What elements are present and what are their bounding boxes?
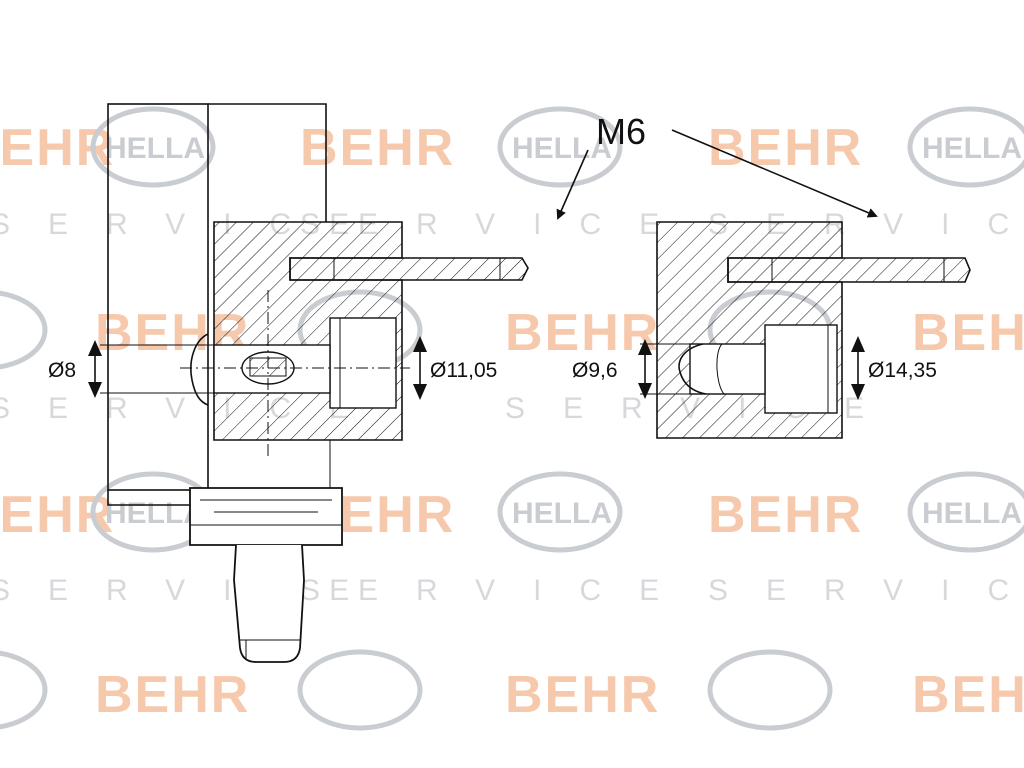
watermark-hella: HELLA <box>922 132 1022 165</box>
hella-logo-ring <box>90 106 216 188</box>
watermark-behr: BEHR <box>708 119 863 177</box>
threaded-stud <box>289 257 529 281</box>
housing-bore <box>689 343 766 395</box>
thread-callout-label: M6 <box>596 111 646 152</box>
hella-logo-ring <box>497 106 623 188</box>
callout-arrow-right <box>671 129 878 218</box>
housing-counterbore <box>764 324 838 414</box>
dim-arrow-up <box>851 336 865 352</box>
dim-arrow-down <box>413 384 427 400</box>
watermark-behr: BEHR <box>708 486 863 544</box>
hella-logo-ring <box>297 649 423 731</box>
connector-nozzle <box>233 544 305 663</box>
sensor-plate-bottom <box>107 490 190 506</box>
dim-left-bore: Ø8 <box>48 359 76 382</box>
dim-arrow-down <box>638 383 652 399</box>
watermark-behr: BEHR <box>300 119 455 177</box>
watermark-hella: HELLA <box>105 132 205 165</box>
hella-logo-ring <box>907 106 1024 188</box>
watermark-behr: BEHR <box>95 666 250 724</box>
left-sensor-assembly <box>100 103 529 663</box>
dim-arrow-down <box>851 384 865 400</box>
watermark-hella: HELLA <box>105 497 205 530</box>
watermark-behr: BEHR <box>505 304 660 362</box>
dim-arrow-up <box>638 339 652 355</box>
watermark-behr: BEHR <box>912 666 1024 724</box>
mounting-flange <box>189 487 343 546</box>
watermark-layer: BEHR HELLA BEHR HELLA BEHR HELLA SERVICE… <box>0 106 1024 731</box>
watermark-behr: BEHR <box>505 666 660 724</box>
sensor-plate-top <box>208 103 327 222</box>
counterbore-cavity <box>329 317 397 409</box>
dim-right-counterbore: Ø14,35 <box>868 359 937 382</box>
housing-drill-tip <box>678 343 707 395</box>
hella-logo-ring <box>0 290 48 370</box>
sensor-boss <box>190 333 209 406</box>
dim-arrow-down <box>88 382 102 398</box>
watermark-hella: HELLA <box>922 497 1022 530</box>
hella-logo-ring <box>707 649 833 731</box>
watermark-hella: HELLA <box>512 132 612 165</box>
watermark-behr: BEHR <box>912 304 1024 362</box>
right-housing-section <box>640 221 971 439</box>
dim-right-bore: Ø9,6 <box>572 359 618 382</box>
annotations: M6 Ø8 Ø11,05 Ø9,6 Ø14,35 <box>48 111 937 400</box>
housing-drill-curve <box>716 343 725 395</box>
dim-arrow-up <box>413 336 427 352</box>
housing-threaded-stud <box>727 257 971 283</box>
watermark-hella: HELLA <box>512 497 612 530</box>
hella-logo-ring <box>907 471 1024 553</box>
watermark-service: SERVICE <box>300 574 697 607</box>
hella-logo-ring <box>497 471 623 553</box>
callout-arrow-left <box>556 149 589 220</box>
watermark-service: SERVICE <box>708 574 1024 607</box>
dim-left-counterbore: Ø11,05 <box>430 359 497 382</box>
dim-arrow-up <box>88 340 102 356</box>
hella-logo-ring <box>0 650 48 730</box>
